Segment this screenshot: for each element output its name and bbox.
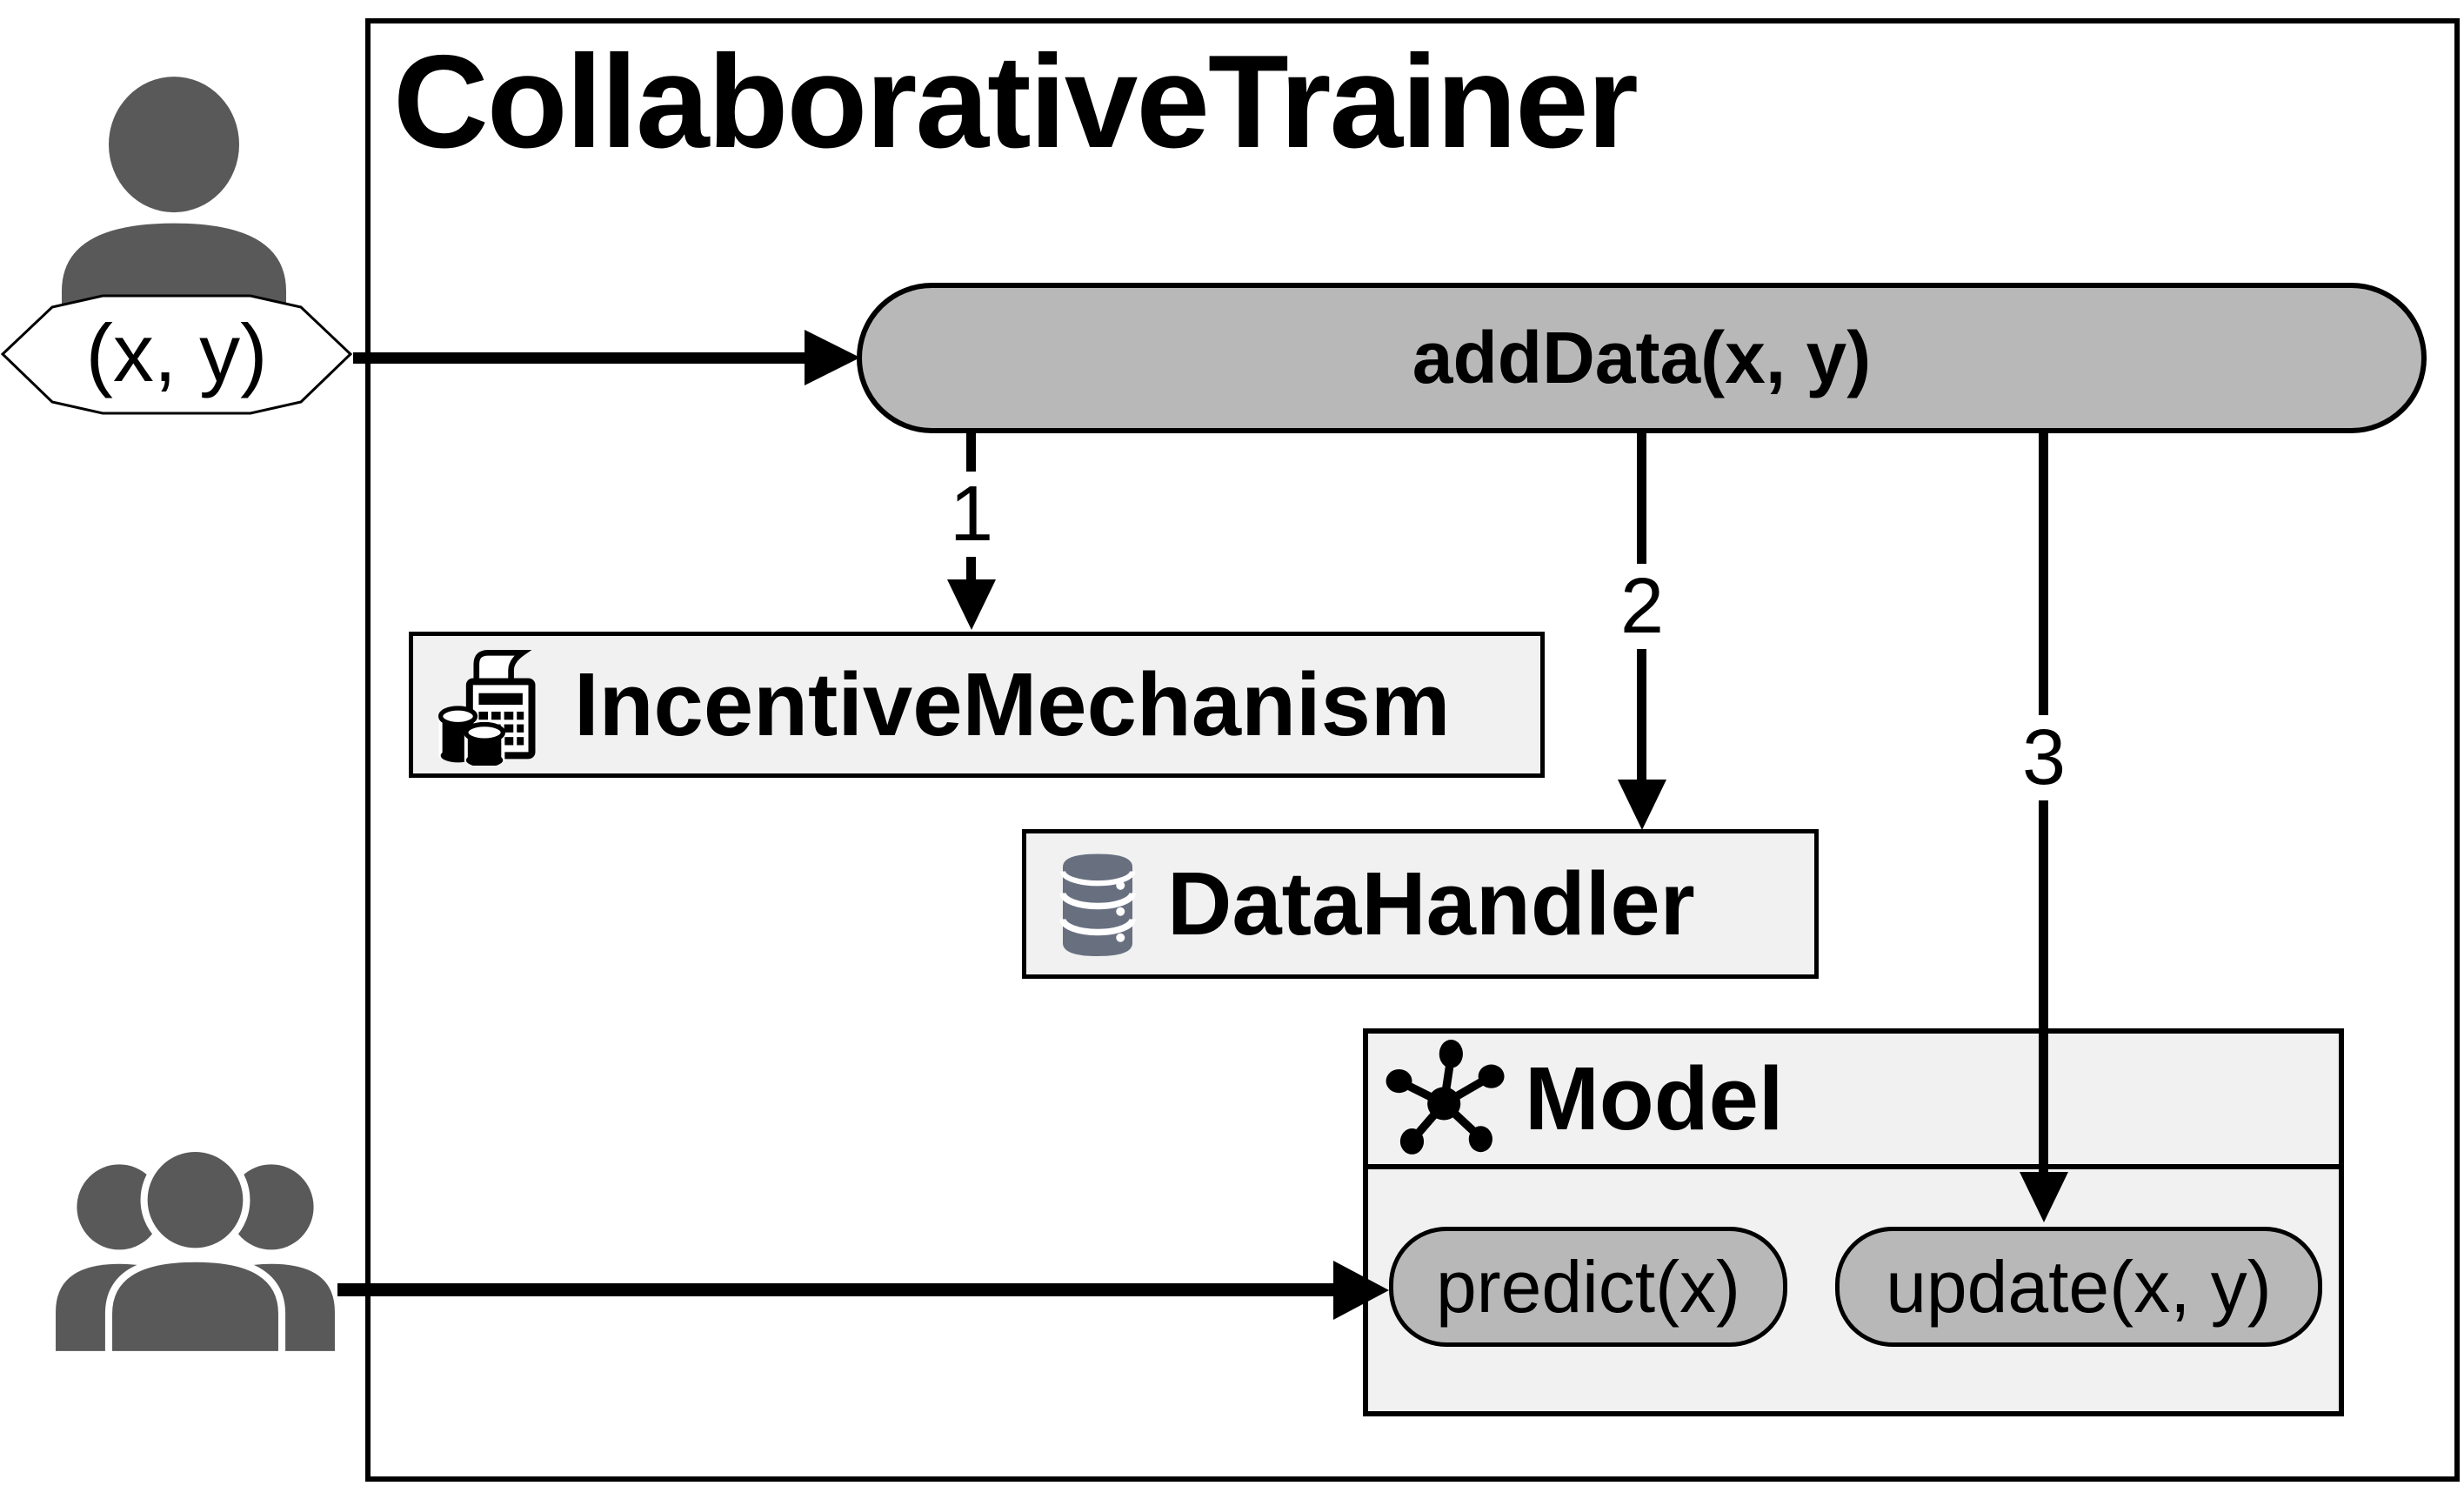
page-title: CollaborativeTrainer [393, 28, 1639, 176]
flow-arrow-1-head [947, 579, 996, 630]
cash-register-icon [437, 649, 536, 766]
add-data-label: addData(x, y) [1412, 317, 1872, 398]
incentive-mechanism-label: IncentiveMechanism [574, 654, 1451, 754]
update-method-pill: update(x, y) [1835, 1227, 2322, 1347]
step-2-label: 2 [1609, 564, 1675, 649]
data-handler-box: DataHandler [1022, 829, 1819, 979]
data-handler-label: DataHandler [1167, 853, 1695, 954]
incentive-mechanism-box: IncentiveMechanism [409, 632, 1545, 778]
model-box: Model [1363, 1028, 2344, 1416]
consume-arrow-line [337, 1283, 1334, 1296]
model-label: Model [1525, 1048, 1784, 1148]
input-tuple-label: (x, y) [85, 306, 268, 398]
model-header: Model [1368, 1034, 2339, 1169]
predict-method-pill: predict(x) [1389, 1227, 1787, 1347]
consume-arrow-head [1333, 1261, 1389, 1320]
step-1-label: 1 [938, 472, 1005, 557]
graph-nodes-icon [1386, 1040, 1505, 1155]
flow-arrow-2-head [1618, 780, 1666, 830]
bubble-shape [0, 294, 353, 415]
input-tuple-bubble: (x, y) [0, 293, 353, 416]
database-icon [1059, 853, 1136, 956]
flow-arrow-3-line [2039, 433, 2048, 1173]
input-arrow-line [353, 352, 807, 364]
input-arrow-head [805, 330, 860, 385]
add-data-pill: addData(x, y) [857, 283, 2427, 433]
flow-arrow-3-head [2020, 1172, 2068, 1222]
user-group-icon [56, 1150, 335, 1355]
step-3-label: 3 [2011, 715, 2077, 800]
